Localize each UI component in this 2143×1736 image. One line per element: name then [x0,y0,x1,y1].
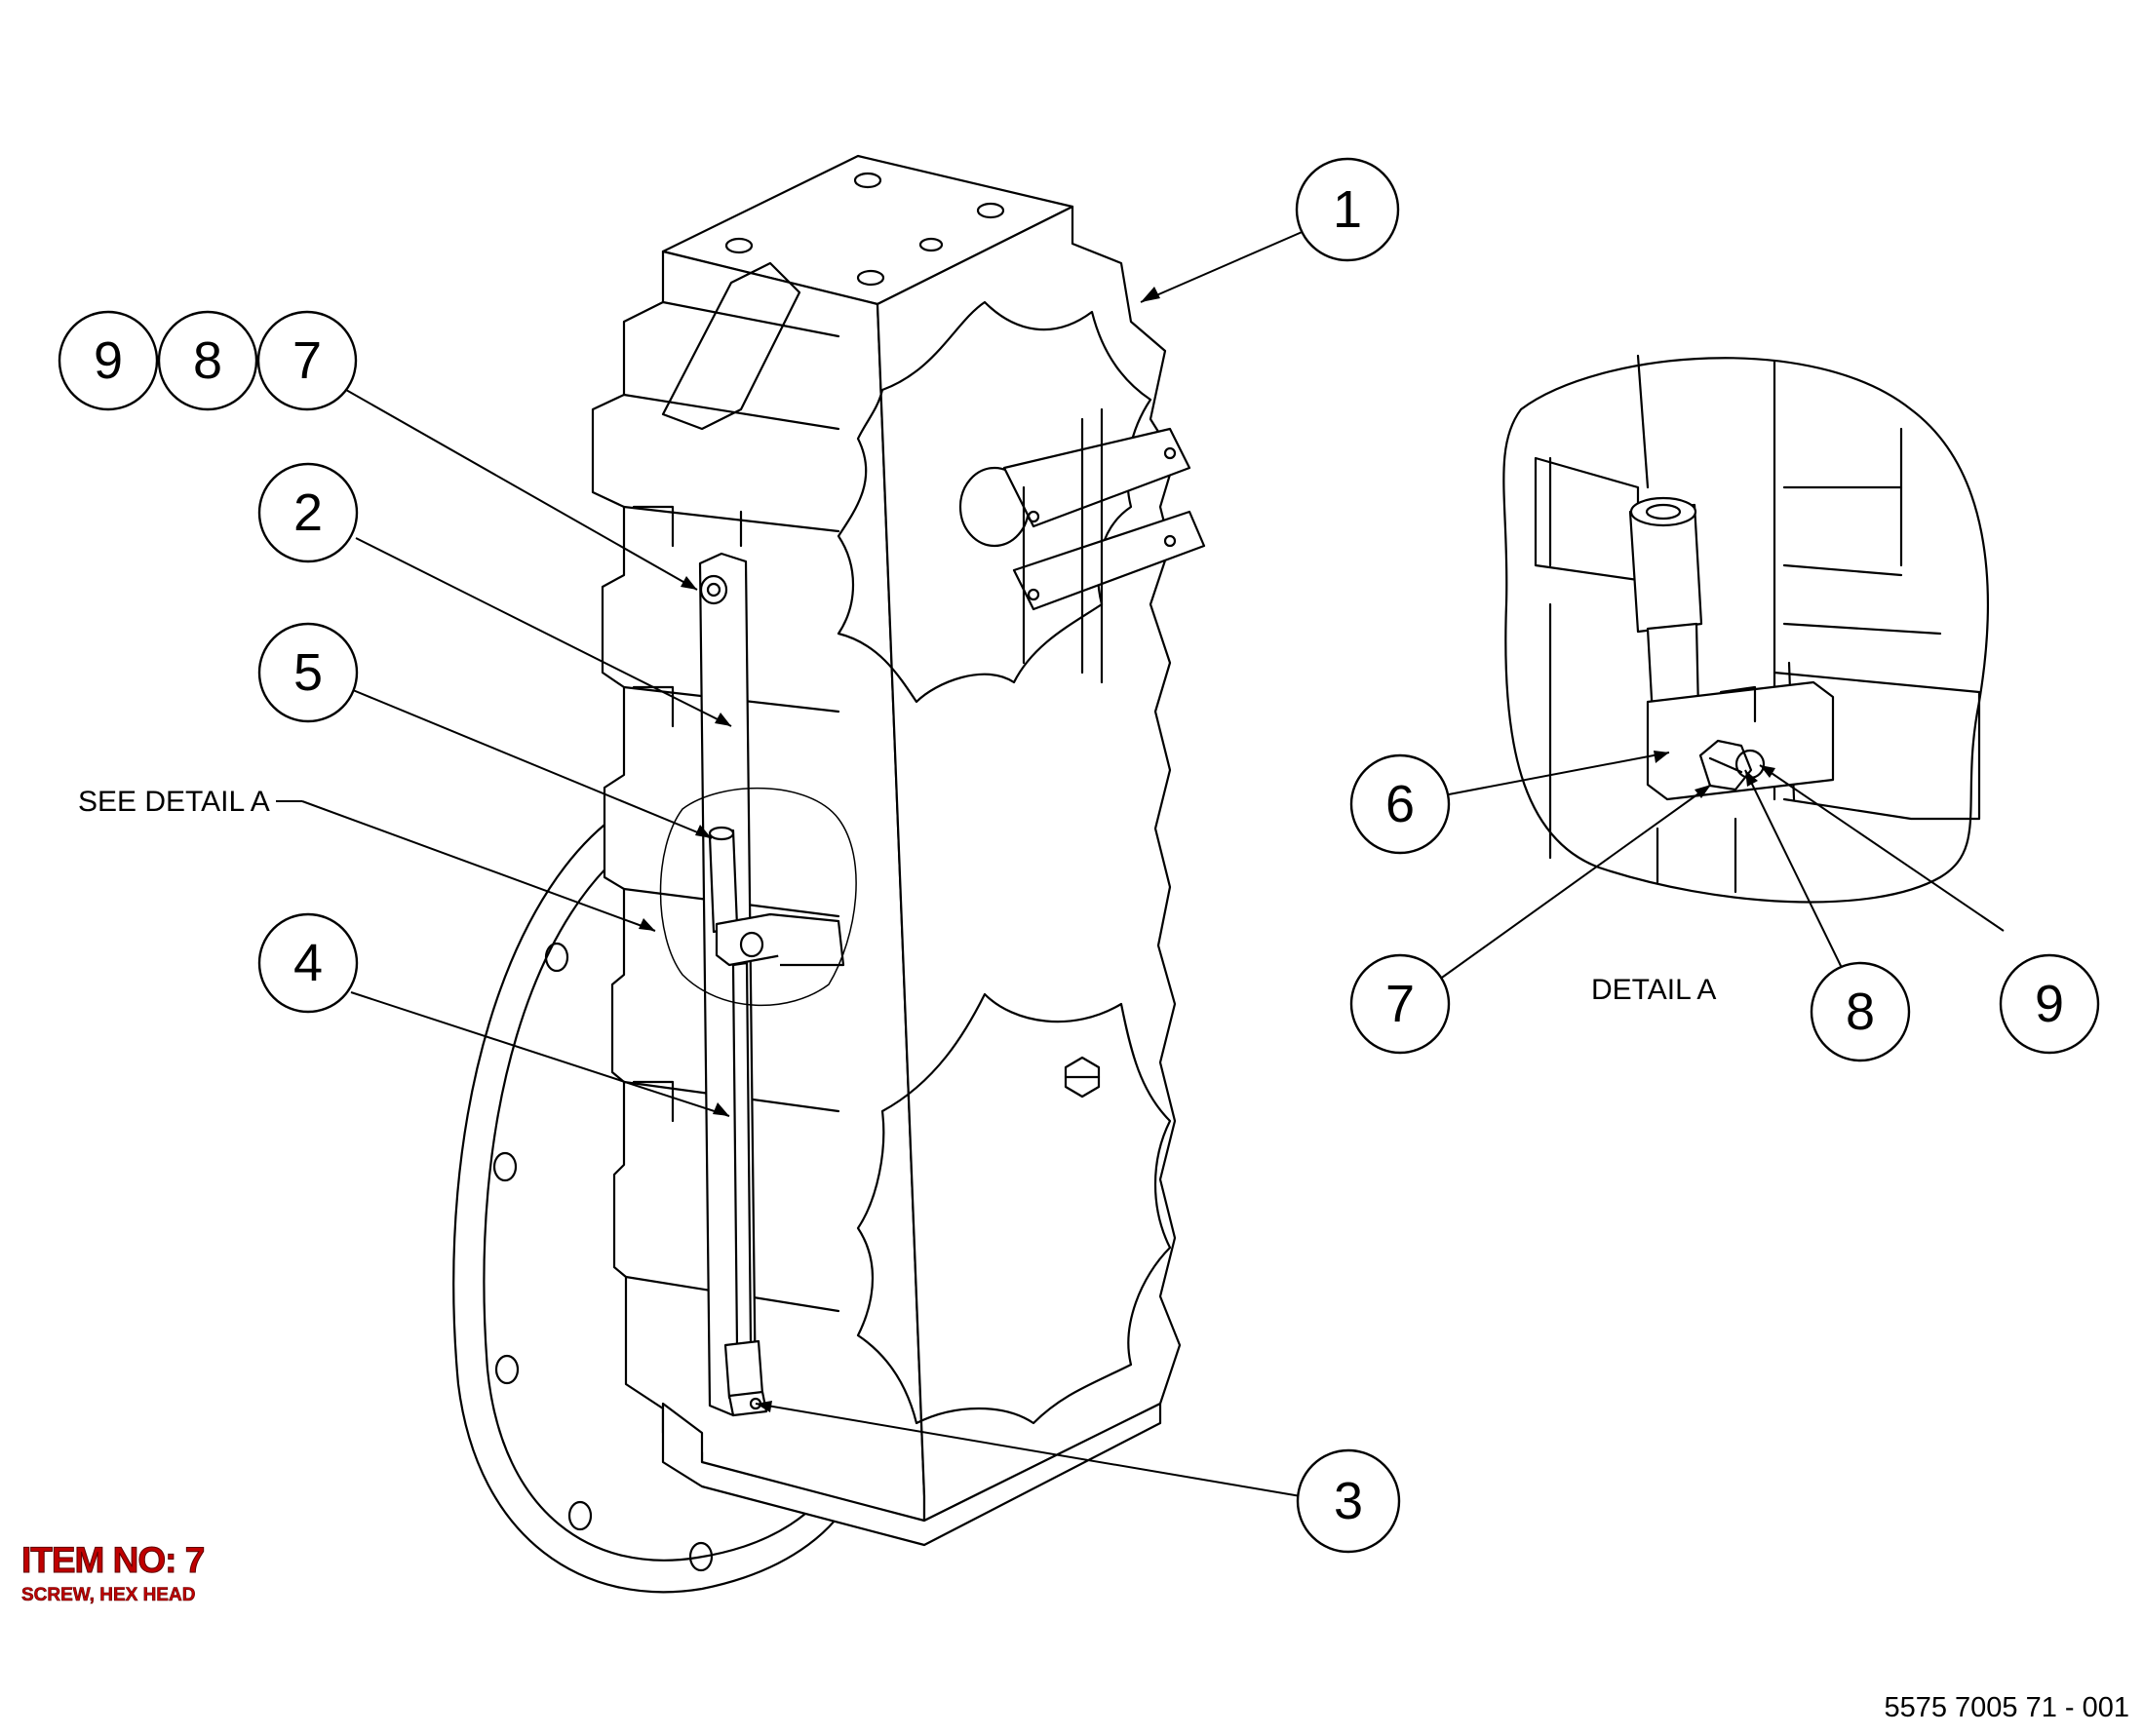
tube-lower [731,961,753,1349]
svg-text:9: 9 [94,331,123,390]
callout-9-top: 9 [58,310,159,411]
callout-2: 2 [257,462,359,563]
top-face-holes [724,172,1005,287]
svg-text:9: 9 [2035,975,2064,1033]
callout-5: 5 [257,622,359,723]
top-screw [699,574,728,605]
upper-shaft-coupling [958,407,1206,684]
main-leader-lines [276,229,1307,1497]
drawing-number: 5575 7005 71 - 001 [1884,1692,2129,1723]
detail-a-boundary-main [659,787,857,1007]
svg-text:2: 2 [293,483,323,542]
svg-text:7: 7 [1385,975,1415,1033]
detail-callout-7: 7 [1349,953,1451,1055]
detail-a-title: DETAIL A [1591,974,1716,1006]
svg-text:8: 8 [1846,983,1875,1041]
see-detail-a-label: SEE DETAIL A [78,786,270,818]
detail-a-boundary [1502,357,1989,904]
svg-text:3: 3 [1334,1472,1363,1530]
callout-8-top: 8 [157,310,258,411]
lower-fitting [723,1339,764,1400]
lower-gear-opening [856,992,1172,1425]
callout-4: 4 [257,912,359,1014]
detail-a-view [1502,354,1989,904]
callout-3: 3 [1296,1448,1401,1554]
cover-plate-bolt-holes [492,942,848,1572]
detail-leader-lines [1438,751,2005,981]
detail-callout-9: 9 [1999,953,2100,1055]
detail-clamp [1646,680,1835,801]
callout-7-top: 7 [256,310,358,411]
svg-text:1: 1 [1333,180,1362,239]
tube-upper [708,829,739,934]
gearbox-housing [452,154,1206,1594]
upper-gear-opening [837,300,1152,704]
tube-bracket-assembly [698,552,845,1417]
item-number-heading: ITEM NO: 7 [20,1540,205,1581]
callout-1: 1 [1295,157,1400,262]
item-description: SCREW, HEX HEAD [21,1585,196,1606]
svg-text:6: 6 [1385,775,1415,833]
detail-callout-6: 6 [1349,753,1451,855]
svg-text:8: 8 [193,331,222,390]
svg-text:5: 5 [293,643,323,702]
detail-callout-8: 8 [1810,961,1911,1062]
svg-text:4: 4 [293,934,323,992]
svg-text:7: 7 [292,331,322,390]
